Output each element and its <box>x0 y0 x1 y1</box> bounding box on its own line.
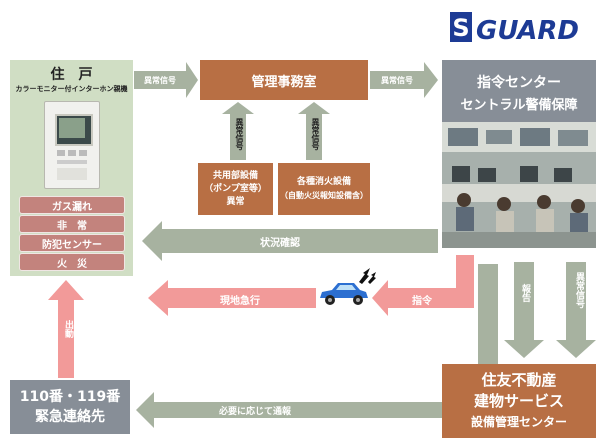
command-center-line1: 指令センター <box>477 75 561 91</box>
arrow-report <box>504 262 544 358</box>
label-dispatch: 出動 <box>63 320 73 338</box>
emergency-box: 110番・119番 緊急連絡先 <box>10 380 130 434</box>
arrow-anomaly-to-sumitomo <box>556 262 596 358</box>
arrow-status-check <box>142 221 438 261</box>
arrow-rush-to-site <box>148 280 316 316</box>
command-center-box: 指令センター セントラル警備保障 <box>442 60 596 122</box>
common-equipment-line3: 異常 <box>226 196 245 207</box>
arrow-command <box>372 255 474 316</box>
sumitomo-box: 住友不動産 建物サービス 設備管理センター <box>442 364 596 438</box>
arrow-common-to-office <box>222 102 254 160</box>
office-box: 管理事務室 <box>200 60 368 100</box>
signal-waves-icon <box>356 264 378 286</box>
arrow-fire-to-office <box>298 102 330 160</box>
alarm-gas-leak: ガス漏れ <box>19 196 125 214</box>
label-anomaly-signal-2: 異常信号 <box>381 76 413 85</box>
label-anomaly-signal-1: 異常信号 <box>144 76 176 85</box>
sumitomo-line1: 住友不動産 <box>481 370 557 389</box>
sumitomo-line2: 建物サービス <box>473 391 564 410</box>
residence-subtitle: カラーモニター付インターホン親機 <box>15 85 128 93</box>
alarm-security-sensor: 防犯センサー <box>19 234 125 252</box>
fire-equipment-line1: 各種消火設備 <box>296 177 351 187</box>
alarm-fire: 火 災 <box>19 253 125 271</box>
sguard-logo: S GUARD <box>444 6 594 48</box>
common-equipment-line1: 共用部設備 <box>212 170 258 181</box>
common-equipment-line2: （ポンプ室等） <box>204 183 267 194</box>
intercom-device-icon <box>44 101 100 189</box>
patrol-car-icon <box>314 272 372 312</box>
command-center-line2: セントラル警備保障 <box>460 98 578 113</box>
label-notify-if-needed: 必要に応じて通報 <box>218 407 291 417</box>
svg-text:GUARD: GUARD <box>476 16 579 46</box>
label-anomaly-signal-3: 異常信号 <box>235 118 244 150</box>
arrow-dispatch <box>48 280 84 378</box>
residence-box: 住 戸 カラーモニター付インターホン親機 ガス漏れ 非 常 防犯センサー 火 災 <box>10 60 133 276</box>
emergency-line1: 110番・119番 <box>19 389 121 405</box>
office-title: 管理事務室 <box>251 74 317 90</box>
arrow-residence-to-office <box>134 62 198 98</box>
fire-equipment-line2: （自動火災報知設備含） <box>280 191 368 200</box>
label-anomaly-signal-5: 異常信号 <box>574 272 584 308</box>
emergency-line2: 緊急連絡先 <box>35 409 105 425</box>
residence-title: 住 戸 <box>50 67 93 83</box>
svg-text:S: S <box>452 14 469 42</box>
label-command: 指令 <box>412 296 432 307</box>
label-anomaly-signal-4: 異常信号 <box>311 118 320 150</box>
label-report: 報告 <box>520 284 530 302</box>
common-equipment-box: 共用部設備 （ポンプ室等） 異常 <box>198 163 273 215</box>
alarm-emergency: 非 常 <box>19 215 125 233</box>
arrow-office-to-center <box>370 62 438 98</box>
sumitomo-line3: 設備管理センター <box>470 414 567 429</box>
label-rush-to-site: 現地急行 <box>220 296 260 307</box>
fire-equipment-box: 各種消火設備 （自動火災報知設備含） <box>278 163 370 215</box>
control-room-photo <box>442 122 596 248</box>
label-status-check: 状況確認 <box>260 238 300 249</box>
